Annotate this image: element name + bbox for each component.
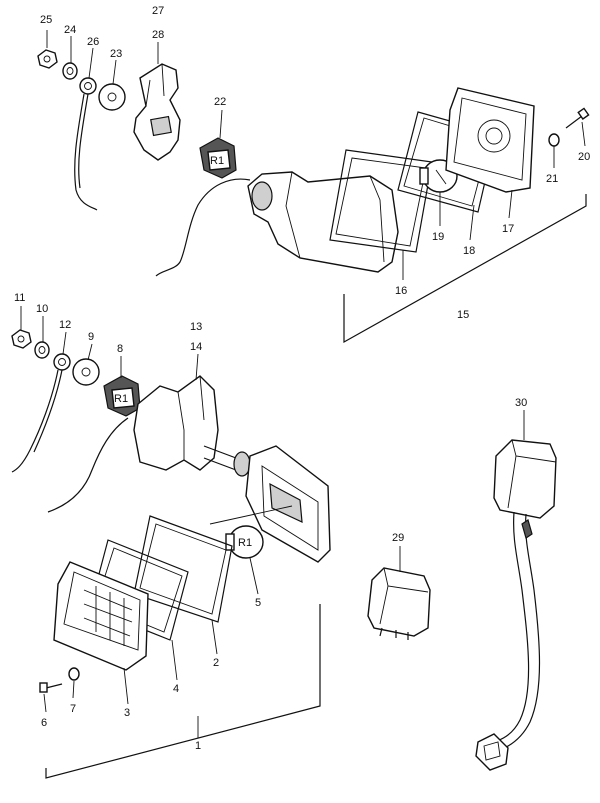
callout-8: 8 (117, 343, 123, 355)
part-16-gasket (329, 149, 433, 253)
part-24-lock-washer (62, 62, 78, 80)
part-12-ground-wire (11, 353, 71, 473)
callout-22: 22 (214, 96, 226, 108)
callout-20: 20 (578, 151, 590, 163)
callout-15: 15 (457, 309, 469, 321)
part-9-washer (72, 358, 100, 386)
part-3-lens (53, 561, 149, 671)
callout-10: 10 (36, 303, 48, 315)
callout-13: 13 (190, 321, 202, 333)
callout-3: 3 (124, 707, 130, 719)
part-13-14-housing (133, 375, 219, 471)
callout-17: 17 (502, 223, 514, 235)
callout-28: 28 (152, 29, 164, 41)
callout-24: 24 (64, 24, 76, 36)
callout-11: 11 (14, 292, 25, 304)
bracket-line-15 (343, 194, 587, 344)
part-30-relay-harness (475, 439, 557, 771)
part-lower-lamp-body (245, 445, 331, 563)
callout-29: 29 (392, 532, 404, 544)
callout-26: 26 (87, 36, 99, 48)
part-2-gasket (133, 515, 233, 623)
callout-9: 9 (88, 331, 94, 343)
lower-stem (203, 445, 237, 471)
grommet-upper-label: R1 (210, 155, 224, 167)
part-29-flasher-relay (367, 567, 431, 640)
part-5-bulb (225, 525, 264, 559)
bulb-lower-leader (209, 505, 293, 525)
callout-23: 23 (110, 48, 122, 60)
part-27-28-bracket (133, 63, 181, 161)
part-21-washer (548, 133, 560, 147)
part-17-lens (445, 87, 535, 193)
callout-6: 6 (41, 717, 47, 729)
part-26-ground-wire (74, 77, 98, 211)
callout-12: 12 (59, 319, 71, 331)
upper-housing-wire (155, 178, 251, 277)
callout-16: 16 (395, 285, 407, 297)
lower-stem-socket (233, 451, 251, 477)
callout-7: 7 (70, 703, 76, 715)
part-25-nut (37, 49, 58, 69)
part-7-washer (68, 667, 80, 681)
upper-leader-lines (46, 30, 586, 280)
callout-21: 21 (546, 173, 558, 185)
bracket-line-1 (45, 604, 321, 779)
callout-25: 25 (40, 14, 52, 26)
part-11-nut (11, 329, 32, 349)
part-6-screw (39, 682, 63, 693)
callout-18: 18 (463, 245, 475, 257)
callout-30: 30 (515, 397, 527, 409)
part-22-grommet (199, 137, 237, 179)
part-23-washer (98, 83, 126, 111)
lower-leader-lines (20, 306, 259, 738)
bulb-lower-label: R1 (238, 537, 252, 549)
callout-27: 27 (152, 5, 164, 17)
callout-2: 2 (213, 657, 219, 669)
callout-14: 14 (190, 341, 202, 353)
part-10-lock-washer (34, 341, 50, 359)
part-20-screw (565, 107, 590, 129)
part-upper-housing (247, 171, 399, 273)
lower-housing-wire (47, 417, 129, 513)
callout-numbers: 25 24 26 23 27 28 22 16 15 19 18 17 21 2… (14, 5, 590, 752)
grommet-lower-label: R1 (114, 393, 128, 405)
callout-1: 1 (195, 740, 201, 752)
callout-5: 5 (255, 597, 261, 609)
callout-19: 19 (432, 231, 444, 243)
callout-4: 4 (173, 683, 179, 695)
